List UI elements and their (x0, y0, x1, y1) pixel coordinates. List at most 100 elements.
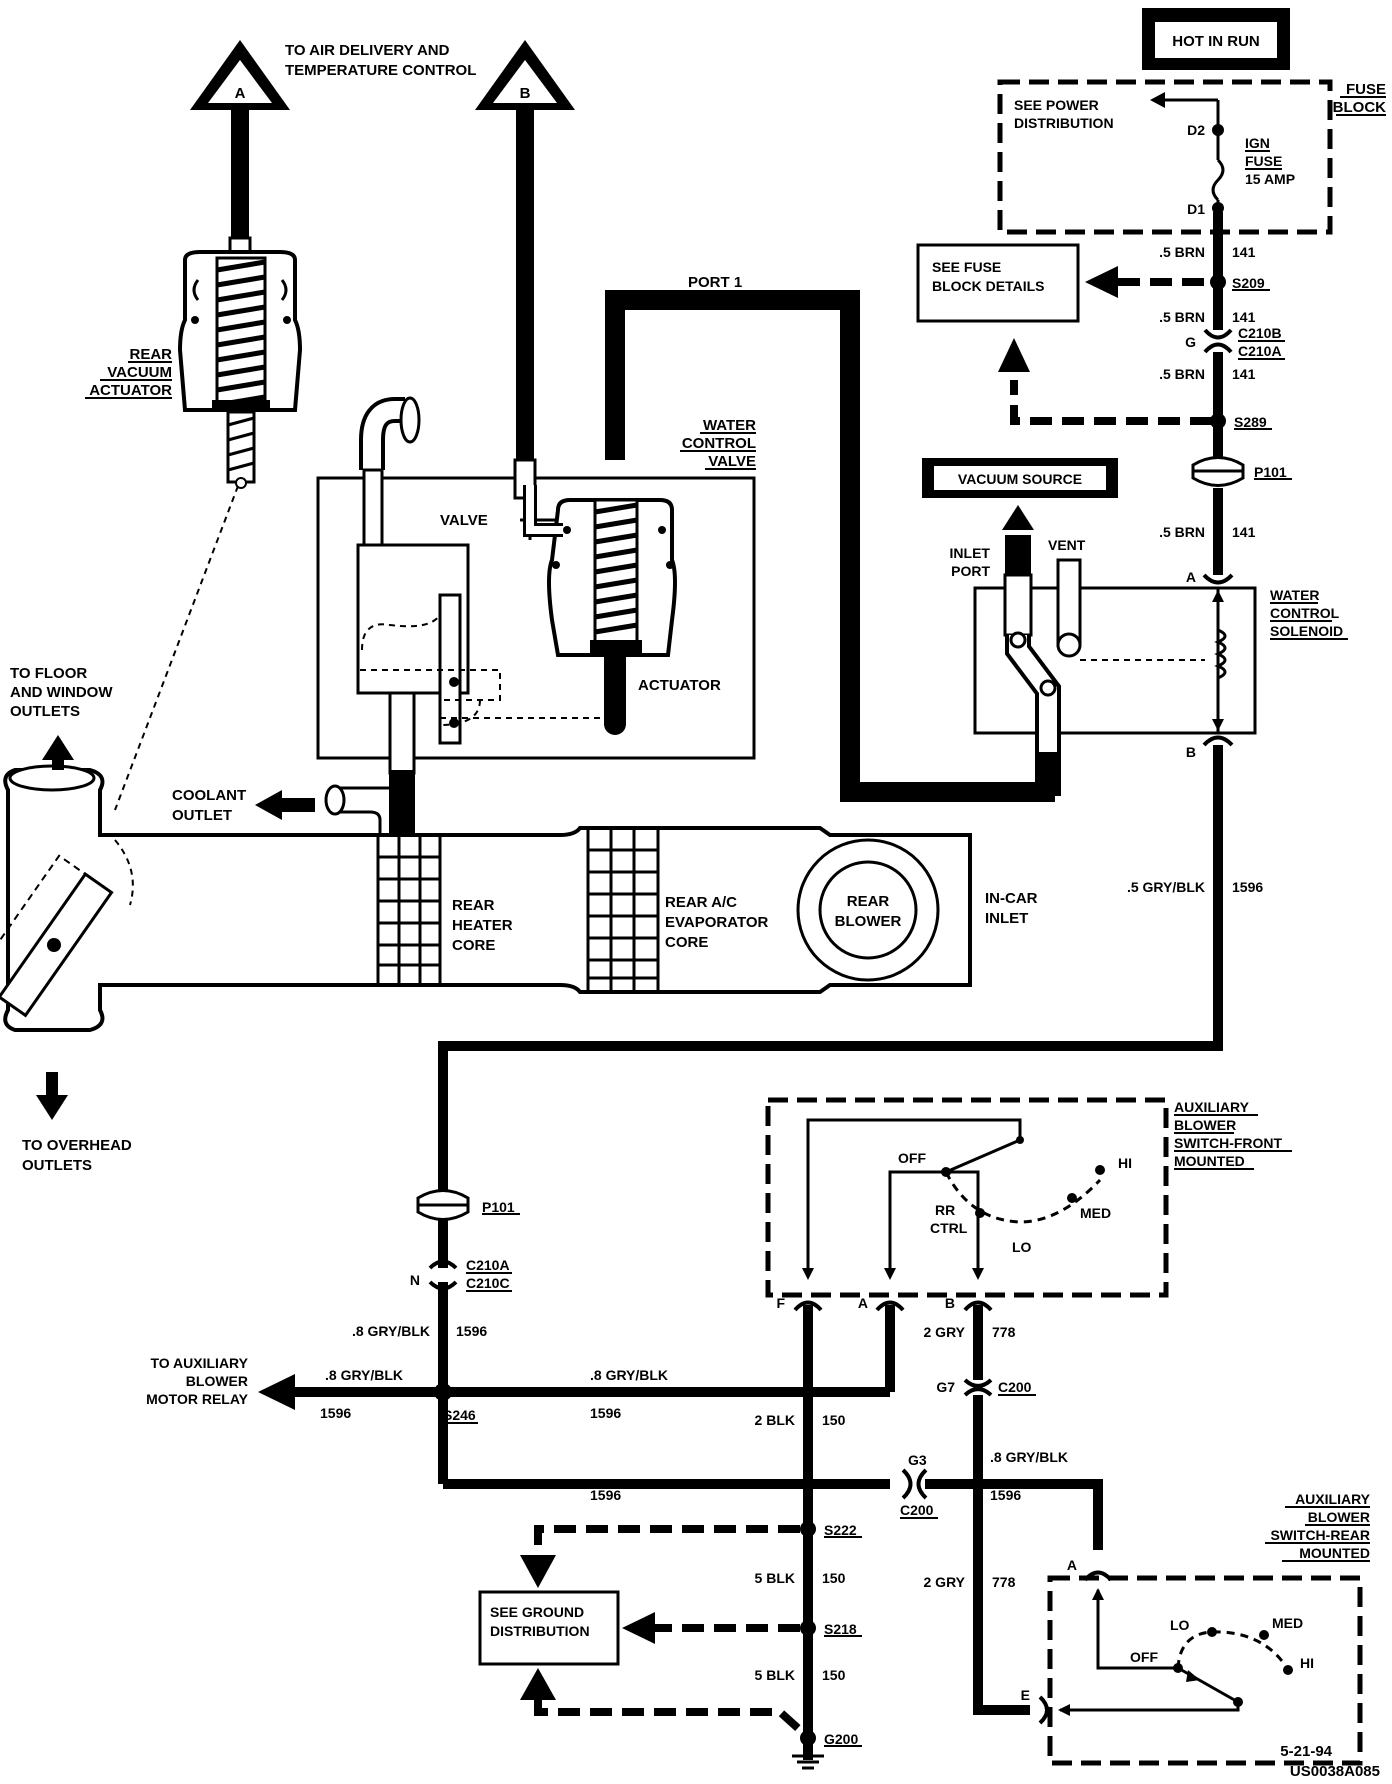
ground-symbol (792, 1746, 824, 1770)
to-air-delivery-label-2: TEMPERATURE CONTROL (285, 62, 476, 79)
wire-1596-d-size: .8 GRY/BLK (590, 1367, 668, 1383)
pin-e-rear-label: E (1021, 1687, 1030, 1703)
s218-label: S218 (824, 1621, 857, 1637)
c210c-label: C210C (466, 1275, 510, 1291)
wire-1596-b-size: .8 GRY/BLK (352, 1323, 430, 1339)
wire-141-c-num: 141 (1232, 366, 1256, 382)
rear-ac-evap-label-3: CORE (665, 934, 708, 951)
to-aux-relay-label-3: MOTOR RELAY (146, 1391, 249, 1407)
wire-150-a-size: 2 BLK (755, 1412, 795, 1428)
valve-label: VALVE (440, 512, 488, 529)
marker-b: B (475, 40, 575, 110)
pin-a-rear-label: A (1067, 1557, 1077, 1573)
rear-ac-evap-label-1: REAR A/C (665, 894, 737, 911)
wire-141-a-num: 141 (1232, 244, 1256, 260)
rr-ctrl-label-1: RR (935, 1202, 955, 1218)
to-overhead-label-2: OUTLETS (22, 1157, 92, 1174)
svg-text:A: A (235, 85, 246, 102)
rear-vacuum-actuator-label-3: ACTUATOR (89, 382, 172, 399)
med-front-label: MED (1080, 1205, 1111, 1221)
fuse-block-label-1: FUSE (1346, 81, 1386, 98)
ign-fuse-label-3: 15 AMP (1245, 171, 1295, 187)
actuator-label: ACTUATOR (638, 677, 721, 694)
hot-in-run-label: HOT IN RUN (1172, 33, 1260, 50)
wire-141-c-size: .5 BRN (1159, 366, 1205, 382)
p101-bottom-label: P101 (482, 1199, 515, 1215)
c200-b-label: C200 (900, 1502, 934, 1518)
off-rear-label: OFF (1130, 1649, 1158, 1665)
coolant-outlet-label-2: OUTLET (172, 807, 232, 824)
see-power-label-1: SEE POWER (1014, 97, 1099, 113)
to-aux-relay-label-2: BLOWER (186, 1373, 248, 1389)
wire-150-a-num: 150 (822, 1412, 846, 1428)
splice-s209 (1210, 274, 1226, 290)
water-control-solenoid-label-2: CONTROL (1270, 605, 1340, 621)
aux-front-label-3: SWITCH-FRONT (1174, 1135, 1283, 1151)
in-car-inlet-label-2: INLET (985, 910, 1028, 927)
see-fuse-details-label-1: SEE FUSE (932, 259, 1001, 275)
to-floor-label-1: TO FLOOR (10, 665, 87, 682)
aux-rear-label-4: MOUNTED (1299, 1545, 1370, 1561)
wire-141-b-size: .5 BRN (1159, 309, 1205, 325)
inlet-port-label-2: PORT (951, 563, 990, 579)
fuse-block-label-2: BLOCK (1333, 99, 1386, 116)
wire-1596-a-size: .5 GRY/BLK (1127, 879, 1205, 895)
wire-150-c-num: 150 (822, 1667, 846, 1683)
splice-s218 (800, 1620, 816, 1636)
wire-1596-f-num: 1596 (990, 1487, 1021, 1503)
rear-blower-label-1: REAR (847, 893, 890, 910)
c210b-label: C210B (1238, 325, 1282, 341)
s246-label: S246 (443, 1407, 476, 1423)
rear-vacuum-actuator-label-2: VACUUM (107, 364, 172, 381)
fuse-block-box (997, 79, 1333, 235)
aux-front-label-4: MOUNTED (1174, 1153, 1245, 1169)
wire-150-b-num: 150 (822, 1570, 846, 1586)
inlet-port-label-1: INLET (950, 545, 991, 561)
marker-a: A (190, 40, 290, 110)
wire-1596-c-size: .8 GRY/BLK (325, 1367, 403, 1383)
wire-141-d-size: .5 BRN (1159, 524, 1205, 540)
rear-blower-label-2: BLOWER (835, 913, 902, 930)
water-control-valve-label-1: WATER (703, 417, 756, 434)
d2-label: D2 (1187, 122, 1205, 138)
date-label: 5-21-94 (1280, 1743, 1332, 1760)
g200-label: G200 (824, 1731, 858, 1747)
aux-blower-switch-rear-box (1047, 1575, 1363, 1766)
ign-fuse-label-1: IGN (1245, 135, 1270, 151)
vacuum-source-label: VACUUM SOURCE (958, 471, 1082, 487)
med-rear-label: MED (1272, 1615, 1303, 1631)
see-power-label-2: DISTRIBUTION (1014, 115, 1114, 131)
in-car-inlet-label-1: IN-CAR (985, 890, 1038, 907)
see-ground-label-2: DISTRIBUTION (490, 1623, 590, 1639)
wire-778-b-num: 778 (992, 1574, 1016, 1590)
splice-s289 (1210, 413, 1226, 429)
to-aux-relay-label-1: TO AUXILIARY (151, 1355, 249, 1371)
hi-front-label: HI (1118, 1155, 1132, 1171)
splice-s246 (434, 1383, 452, 1401)
water-control-solenoid-label-1: WATER (1270, 587, 1320, 603)
rear-heater-core-label-1: REAR (452, 897, 495, 914)
wire-778-b-size: 2 GRY (924, 1574, 966, 1590)
wire-1596-b-num: 1596 (456, 1323, 487, 1339)
see-ground-distribution-box (478, 1590, 620, 1666)
aux-front-label-2: BLOWER (1174, 1117, 1236, 1133)
rear-ac-evap-label-2: EVAPORATOR (665, 914, 769, 931)
wire-141-b-num: 141 (1232, 309, 1256, 325)
ign-fuse-label-2: FUSE (1245, 153, 1282, 169)
wire-150-b-size: 5 BLK (755, 1570, 795, 1586)
aux-rear-label-2: BLOWER (1308, 1509, 1370, 1525)
pin-a-front-label: A (858, 1295, 868, 1311)
actuator-linkage (114, 485, 239, 811)
c200-a-label: C200 (998, 1379, 1032, 1395)
g7-label: G7 (936, 1379, 955, 1395)
port-1-label: PORT 1 (688, 274, 742, 291)
wire-778-a-size: 2 GRY (924, 1324, 966, 1340)
s289-label: S289 (1234, 414, 1267, 430)
c210a-label: C210A (1238, 343, 1282, 359)
wire-1596-f-size: .8 GRY/BLK (990, 1449, 1068, 1465)
doc-id-label: US0038A085 (1290, 1763, 1380, 1780)
p101-top-label: P101 (1254, 464, 1287, 480)
d1-label: D1 (1187, 201, 1205, 217)
wire-778-a-num: 778 (992, 1324, 1016, 1340)
